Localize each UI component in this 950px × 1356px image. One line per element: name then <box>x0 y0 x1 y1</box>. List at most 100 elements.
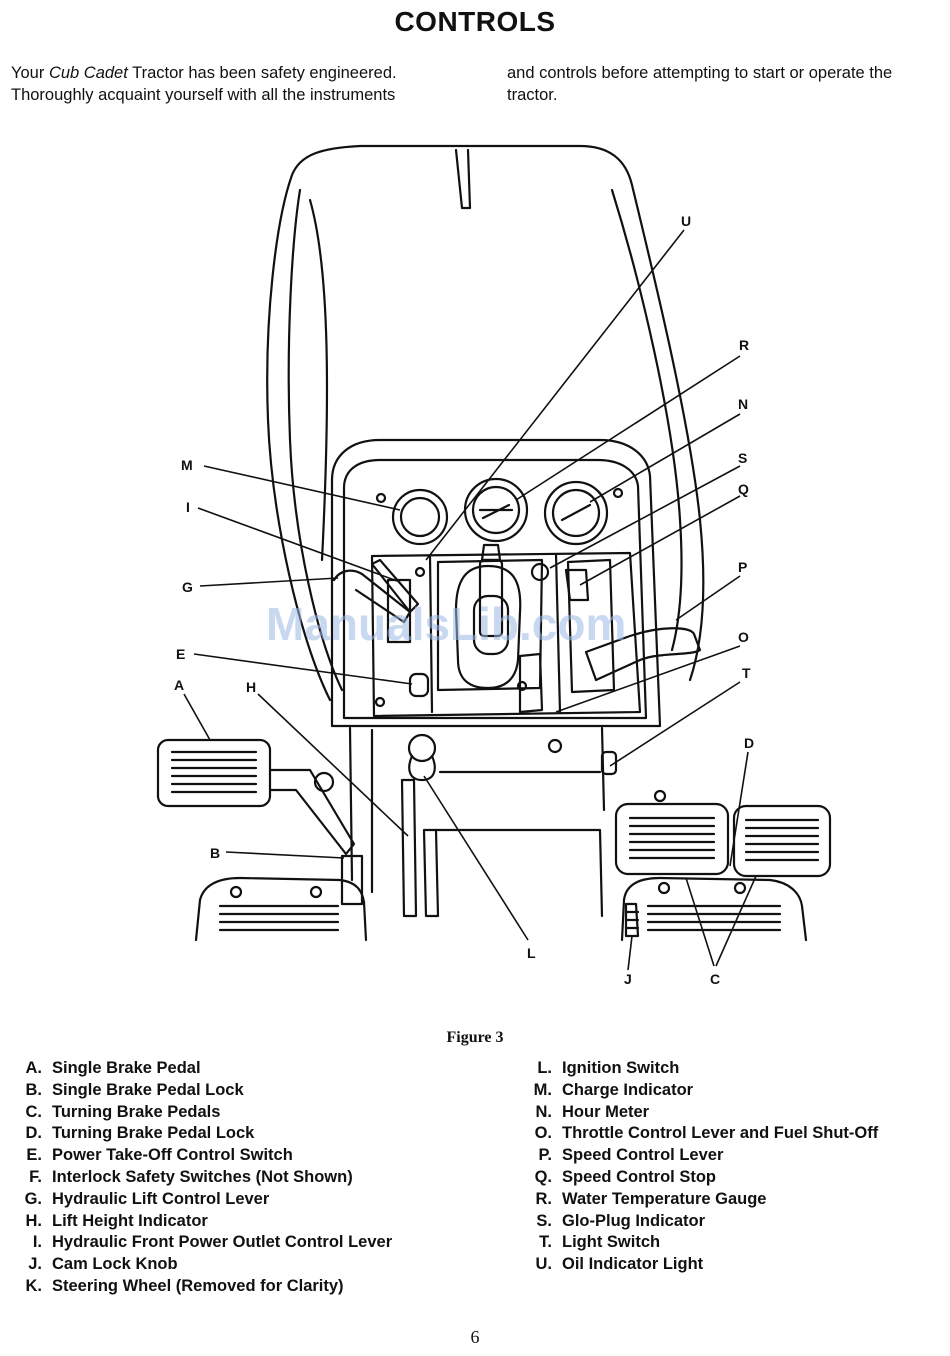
legend-item: S.Glo-Plug Indicator <box>524 1211 944 1233</box>
legend-item: R.Water Temperature Gauge <box>524 1189 944 1211</box>
legend-item: E. Power Take-Off Control Switch <box>14 1145 494 1167</box>
callout-label-o: O <box>738 629 749 645</box>
steering-column-base <box>472 594 510 656</box>
legend-text: Lift Height Indicator <box>52 1211 208 1230</box>
legend-letter: K. <box>25 1276 43 1295</box>
legend-letter: E. <box>26 1146 42 1165</box>
pedal-tread <box>744 818 820 862</box>
legend-item: O.Throttle Control Lever and Fuel Shut-O… <box>524 1123 944 1145</box>
frame-line <box>348 726 606 894</box>
legend-text: Speed Control Stop <box>562 1167 716 1186</box>
legend-letter: M. <box>533 1080 552 1099</box>
callout-label-p: P <box>738 559 747 575</box>
legend-letter: I. <box>32 1233 42 1252</box>
leader-line-r <box>515 355 741 501</box>
legend-letter: F. <box>29 1167 42 1186</box>
legend-letter: B. <box>25 1080 43 1099</box>
brake-pivot <box>313 771 335 793</box>
callout-label-a: A <box>174 677 184 693</box>
leader-line-i <box>197 507 401 583</box>
legend-letter: H. <box>25 1211 43 1230</box>
legend-letter: T. <box>539 1233 552 1252</box>
leader-line-t <box>609 681 741 767</box>
legend-letter: J. <box>28 1255 42 1274</box>
tractor-illustration: U R N S Q P O T D C J L M I G E A H B Ma… <box>156 144 832 987</box>
legend-letter: L. <box>537 1059 552 1077</box>
dash-screw <box>612 487 624 499</box>
gauge-needle <box>560 503 592 522</box>
pto-switch <box>408 672 430 698</box>
leader-line-e <box>193 653 413 685</box>
charge-indicator-gauge <box>391 488 449 546</box>
plate-screw <box>516 680 528 692</box>
tractor-controls-figure: U R N S Q P O T D C J L M I G E A H B Ma… <box>0 110 950 1030</box>
plate-screw <box>414 566 426 578</box>
single-brake-pedal <box>156 738 272 808</box>
floor-bolt <box>309 885 323 899</box>
steering-column-top <box>480 543 502 562</box>
intro-paragraph-left: Your Cub Cadet Tractor has been safety e… <box>11 62 461 106</box>
legend-item: C.Turning Brake Pedals <box>14 1102 494 1124</box>
legend-text: Water Temperature Gauge <box>562 1189 767 1208</box>
leader-line-a <box>183 693 211 741</box>
hood-inner-line <box>610 188 683 652</box>
legend-item: N.Hour Meter <box>524 1102 944 1124</box>
steering-column-slot <box>436 558 544 692</box>
legend-text: Power Take-Off Control Switch <box>52 1146 293 1165</box>
legend-item: K.Steering Wheel (Removed for Clarity) <box>14 1276 494 1298</box>
callout-label-d: D <box>744 735 754 751</box>
legend-text: Charge Indicator <box>562 1080 694 1099</box>
speed-control-slot <box>566 558 616 694</box>
legend-item: M. Charge Indicator <box>524 1080 944 1102</box>
callout-label-b: B <box>210 845 220 861</box>
hydraulic-lift-lever <box>332 569 412 624</box>
legend-letter: A. <box>25 1059 43 1077</box>
legend-letter: C. <box>25 1102 43 1121</box>
page-title: CONTROLS <box>394 6 556 37</box>
pedal-tread <box>170 750 258 794</box>
charge-indicator-gauge-face <box>399 496 441 538</box>
leader-line-j <box>627 935 633 971</box>
legend-letter: P. <box>538 1146 552 1165</box>
steering-column-track <box>454 564 522 690</box>
legend-text: Light Switch <box>562 1233 661 1252</box>
speed-control-lever <box>584 627 702 682</box>
legend-item: B.Single Brake Pedal Lock <box>14 1080 494 1102</box>
leader-line-o <box>555 645 741 713</box>
dash-inner <box>342 458 648 720</box>
legend-text: Oil Indicator Light <box>562 1255 704 1274</box>
leader-line-p <box>675 575 741 621</box>
legend-letter: D. <box>25 1124 43 1143</box>
leader-line-u <box>425 229 685 561</box>
hour-meter-gauge-face <box>551 488 601 538</box>
leader-line-g <box>199 577 339 587</box>
pedal-tread <box>628 816 716 860</box>
callout-label-u: U <box>681 213 691 229</box>
water-temperature-gauge-face <box>471 485 521 535</box>
hood-outline <box>266 144 705 702</box>
legend-item: P. Speed Control Lever <box>524 1145 944 1167</box>
legend-item: D. Turning Brake Pedal Lock <box>14 1123 494 1145</box>
callout-label-g: G <box>182 579 193 595</box>
plate-divider <box>428 552 562 714</box>
intro-paragraph-right: and controls before attempting to start … <box>507 64 893 104</box>
brake-arm <box>268 768 356 856</box>
callout-label-l: L <box>527 945 536 961</box>
floor-tread <box>646 904 782 932</box>
legend-item: J. Cam Lock Knob <box>14 1254 494 1276</box>
hood-ridge <box>454 148 472 210</box>
intro-text: Tractor has been safety engineered. Thor… <box>11 64 397 104</box>
watermark: ManualsLib.com <box>266 598 626 650</box>
brake-lock <box>340 854 364 906</box>
legend-item: A.Single Brake Pedal <box>14 1058 494 1080</box>
legend-text: Cam Lock Knob <box>52 1255 178 1274</box>
control-plate <box>370 551 642 718</box>
front-power-outlet-lever <box>370 558 420 614</box>
pedal-pivot <box>653 789 667 803</box>
legend-text: Speed Control Lever <box>562 1146 724 1165</box>
legend-text: Interlock Safety Switches (Not Shown) <box>52 1167 353 1186</box>
callout-label-j: J <box>624 971 632 987</box>
legend-text: Turning Brake Pedal Lock <box>52 1124 255 1143</box>
leader-line-h <box>257 693 409 837</box>
